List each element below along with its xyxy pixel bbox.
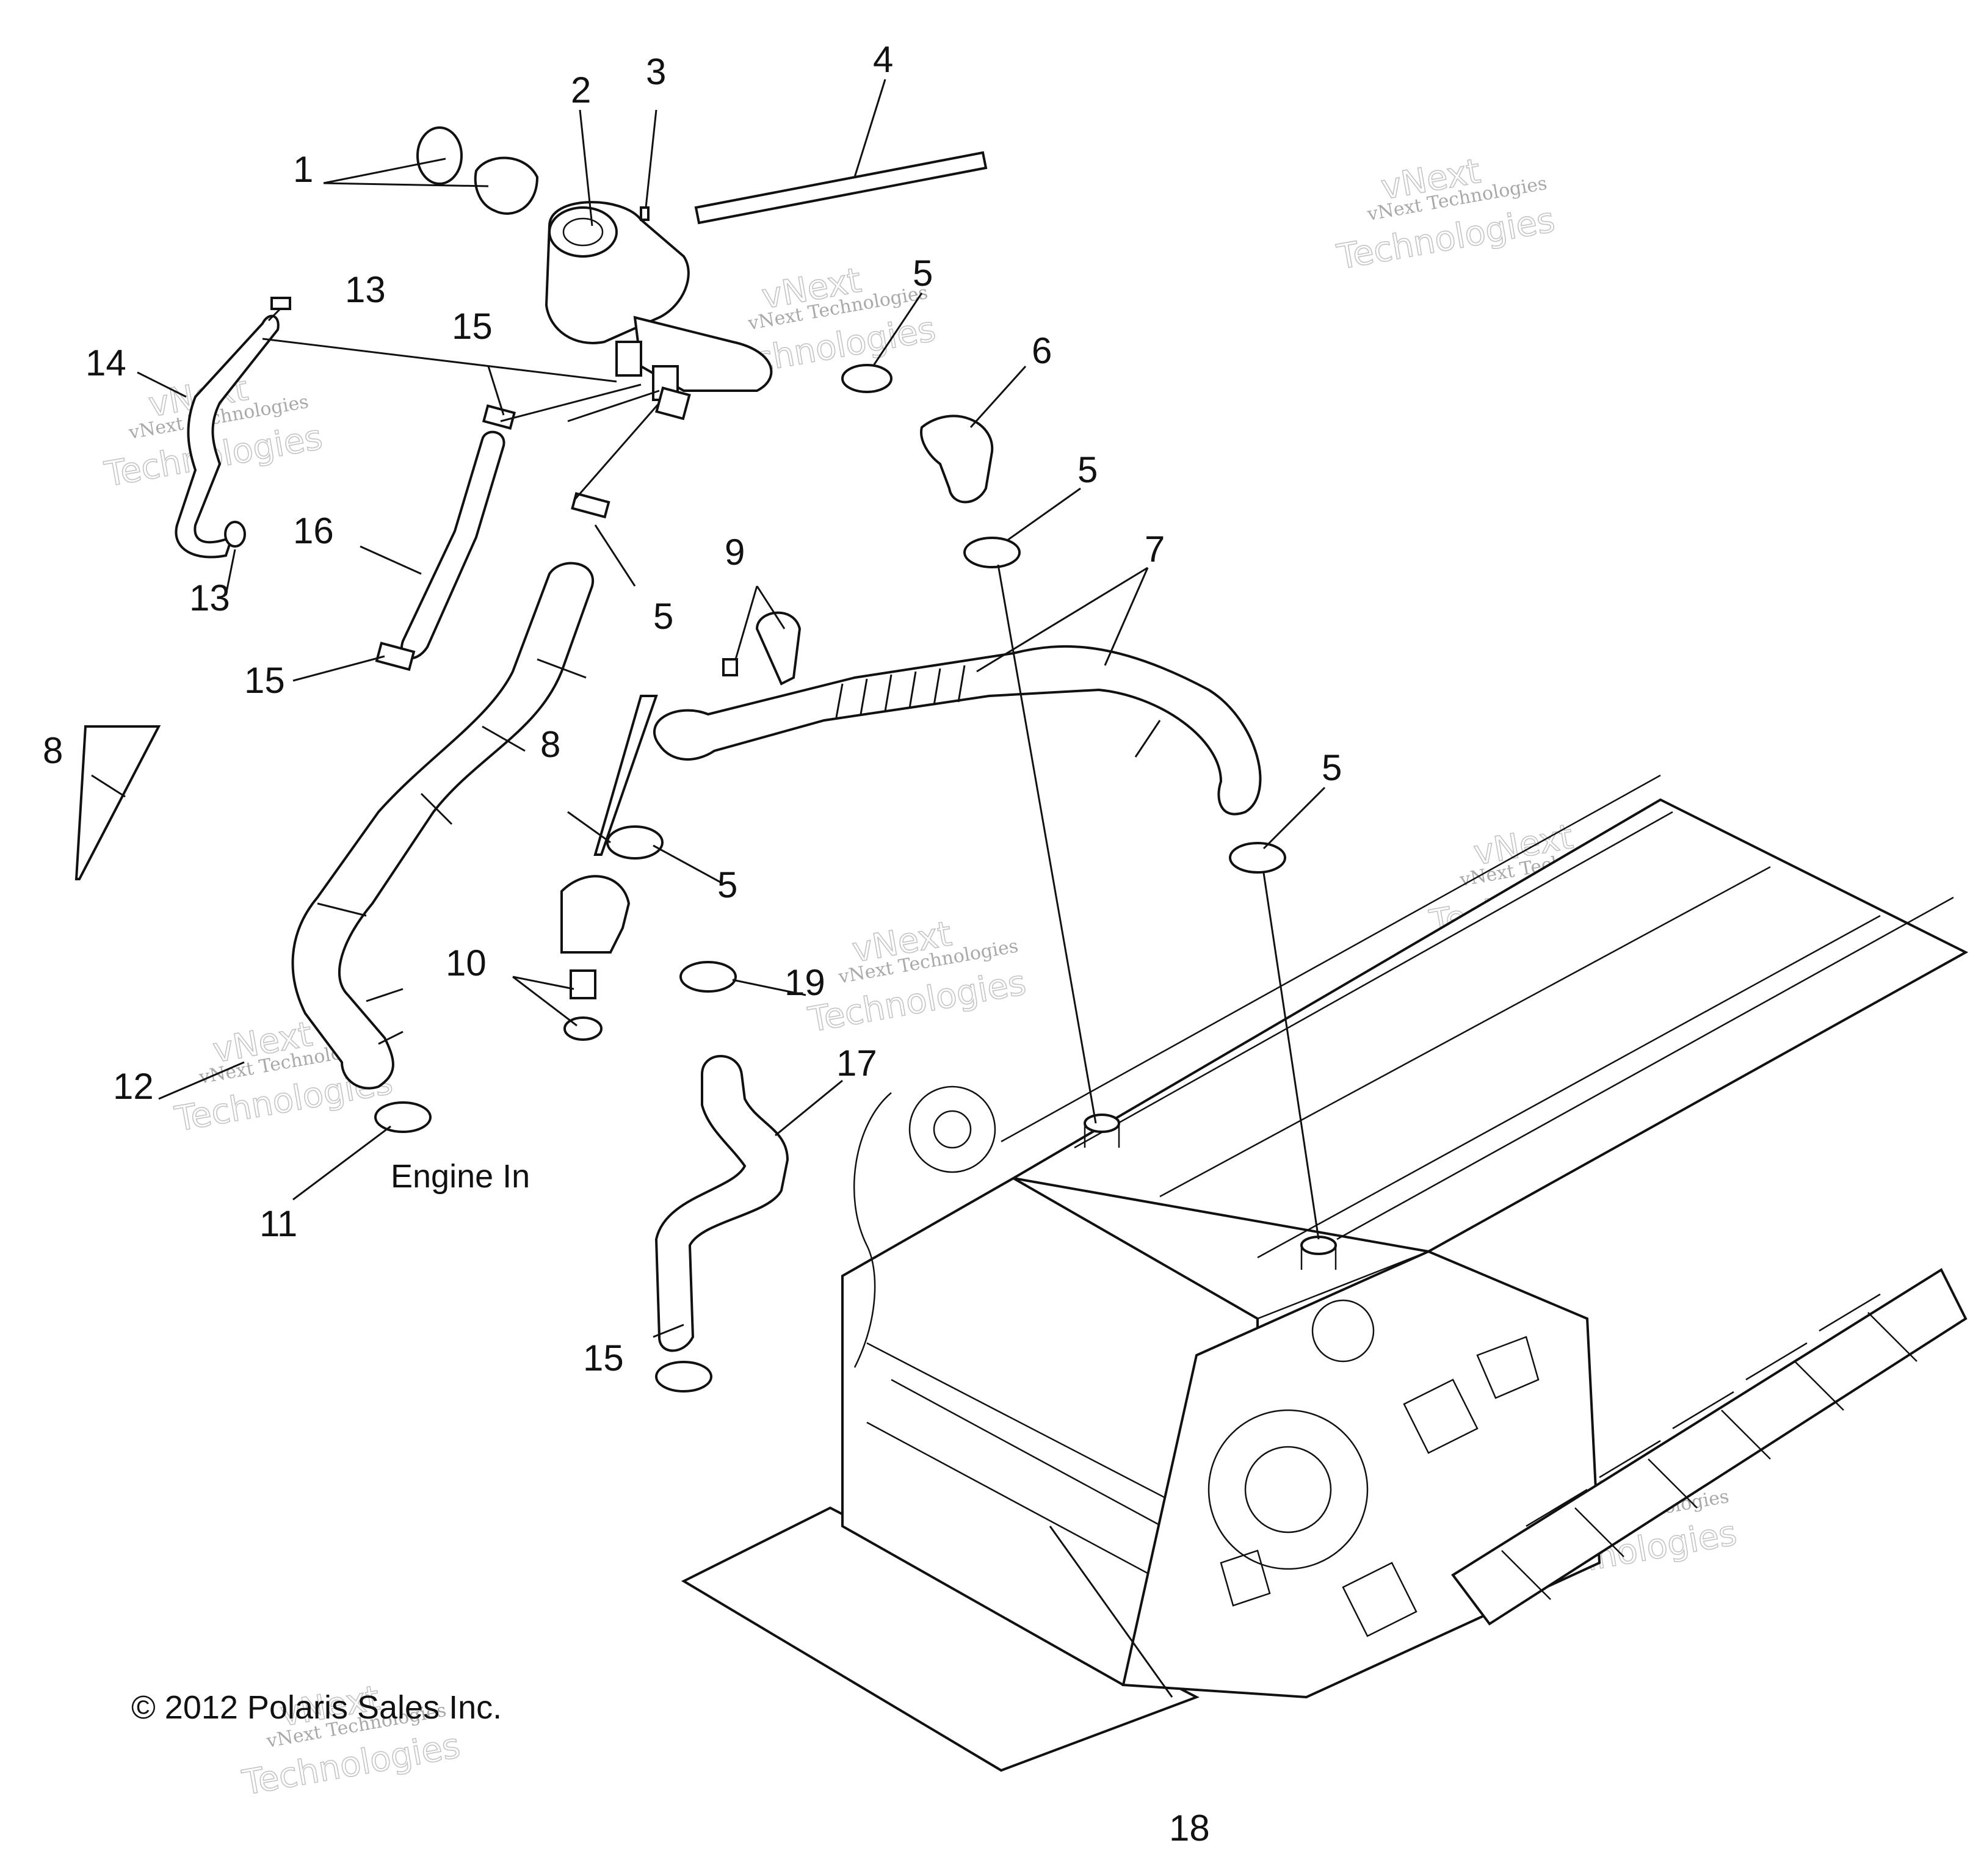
overflow-tube (694, 151, 988, 225)
callout-8: 8 (43, 730, 63, 771)
callout-6: 6 (1032, 330, 1052, 371)
coolant-hose (291, 562, 595, 1090)
watermark: vNext vNext Technologies Technologies (805, 913, 1029, 1040)
callout-5: 5 (653, 596, 673, 637)
tie-strap (593, 695, 658, 856)
coolant-hose (175, 314, 280, 559)
coolant-hose (653, 645, 1262, 816)
callouts: 1 2 3 4 5 5 6 5 7 5 5 8 8 9 10 11 12 13 … (43, 39, 1342, 1849)
callout-12: 12 (113, 1066, 154, 1107)
callout-5: 5 (913, 253, 933, 294)
callout-9: 9 (725, 532, 745, 573)
tie-strap (74, 725, 161, 880)
parts (74, 126, 1286, 1393)
callout-18: 18 (1169, 1808, 1210, 1849)
callout-8: 8 (540, 724, 560, 765)
engine-in-label: Engine In (391, 1158, 530, 1195)
watermark: vNext vNext Technologies Technologies (239, 1678, 463, 1804)
gasket (416, 126, 463, 185)
tunnel-top (1010, 798, 1969, 1253)
coolant-hose (654, 1055, 789, 1352)
callout-19: 19 (784, 962, 825, 1003)
callout-13: 13 (189, 578, 230, 618)
chassis-assembly (681, 774, 1969, 1772)
callout-2: 2 (571, 70, 591, 110)
callout-10: 10 (446, 943, 487, 983)
callout-15: 15 (244, 660, 285, 701)
hose-clamp (270, 297, 291, 310)
thermostat (570, 969, 596, 999)
callout-4: 4 (873, 39, 893, 80)
callout-11: 11 (259, 1203, 297, 1244)
watermark: vNext vNext Technologies Technologies (1333, 151, 1558, 278)
rail (1451, 1268, 1968, 1626)
callout-5: 5 (1322, 747, 1342, 788)
callout-7: 7 (1145, 529, 1165, 570)
callout-3: 3 (646, 51, 666, 92)
callout-15: 15 (583, 1338, 624, 1378)
elbow-hose (920, 415, 994, 504)
callout-5: 5 (717, 864, 737, 905)
callout-13: 13 (345, 269, 386, 310)
hose-bracket (755, 611, 802, 686)
callout-1: 1 (293, 149, 313, 190)
callout-14: 14 (85, 342, 126, 383)
callout-15: 15 (452, 306, 493, 347)
thermostat-housing (560, 875, 631, 954)
callout-16: 16 (293, 510, 334, 551)
foot-plate (681, 1506, 1200, 1772)
coolant-hose (400, 430, 505, 660)
copyright-notice: © 2012 Polaris Sales Inc. (131, 1689, 502, 1726)
callout-5: 5 (1077, 449, 1098, 490)
leader-lines (91, 79, 1326, 1698)
radiator-cap (474, 156, 539, 215)
callout-17: 17 (836, 1043, 877, 1084)
